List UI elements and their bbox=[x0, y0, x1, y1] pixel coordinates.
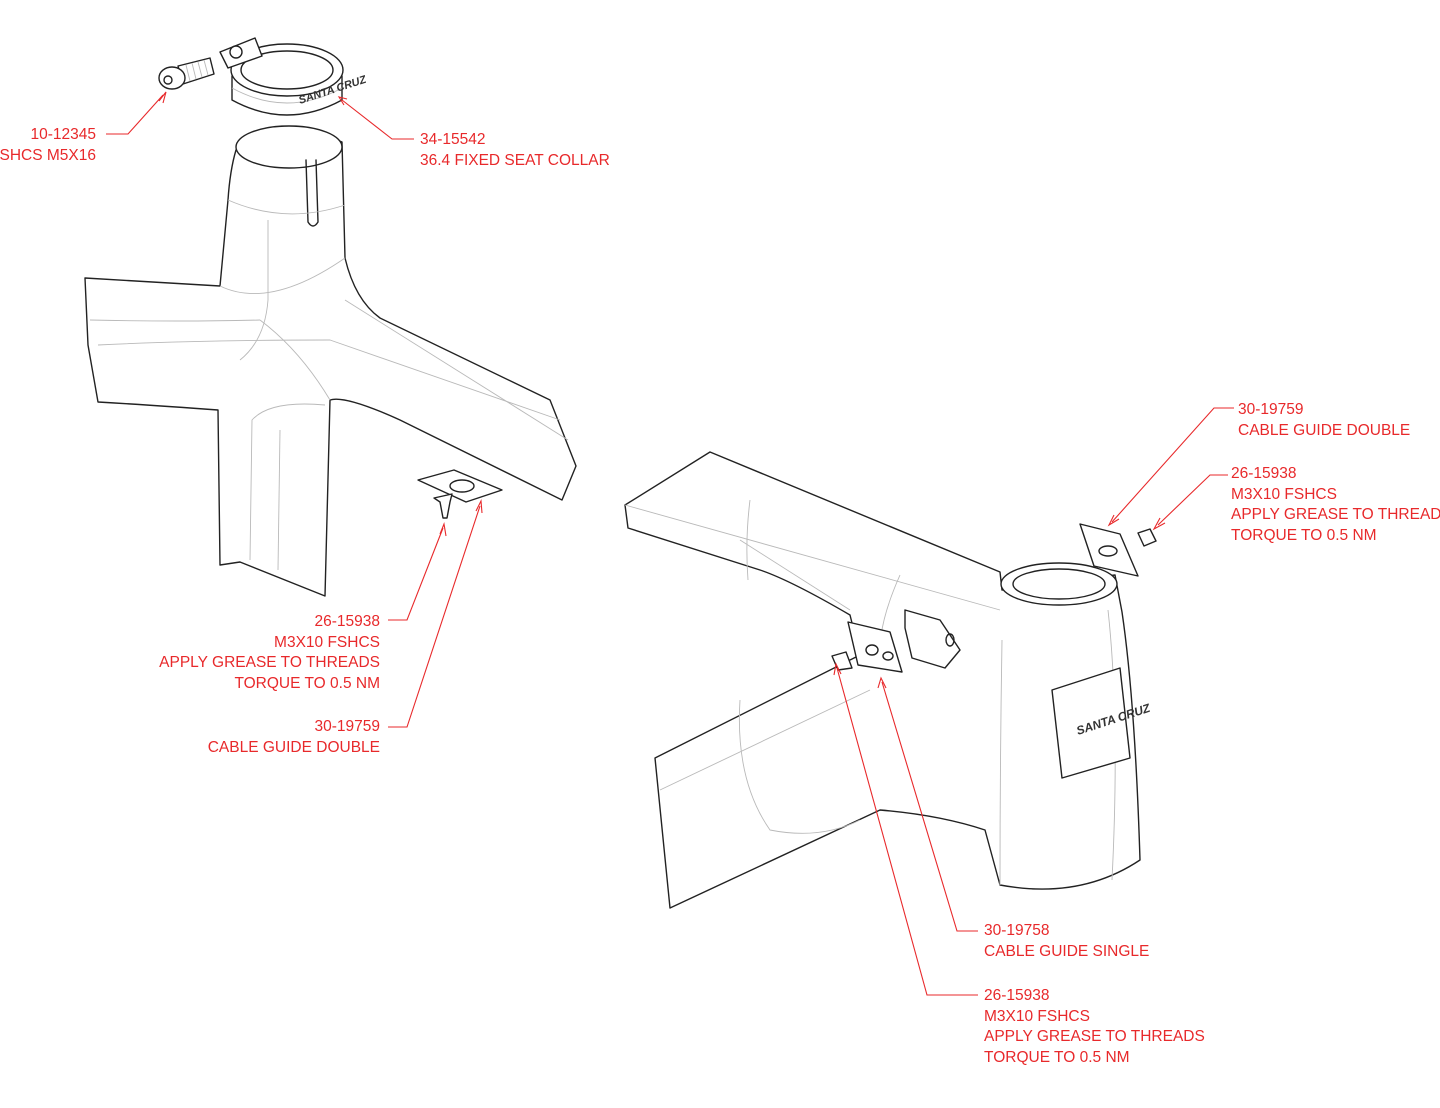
leader-ht-screw-side bbox=[833, 662, 978, 996]
callout-line: SHCS M5X16 bbox=[0, 146, 96, 164]
bb-cable-guide-part bbox=[417, 469, 503, 519]
callout-line: TORQUE TO 0.5 NM bbox=[984, 1048, 1130, 1066]
leader-seat-collar bbox=[337, 96, 414, 140]
seat-tube-frame bbox=[84, 125, 577, 597]
callout-line: 10-12345 bbox=[30, 126, 96, 143]
callout-line: APPLY GREASE TO THREADS bbox=[984, 1028, 1205, 1045]
callout-ht-cable-guide-double: 30-19759 CABLE GUIDE DOUBLE bbox=[1238, 400, 1410, 441]
callout-line: APPLY GREASE TO THREADS bbox=[1231, 506, 1440, 523]
callout-line: CABLE GUIDE SINGLE bbox=[984, 942, 1150, 960]
callout-seat-collar-bolt: 10-12345 SHCS M5X16 bbox=[0, 125, 96, 166]
callout-line: 30-19758 bbox=[984, 922, 1050, 939]
leader-seat-collar-bolt bbox=[106, 91, 167, 135]
leader-ht-cable-guide-double bbox=[1107, 407, 1234, 527]
leader-ht-screw-top bbox=[1152, 474, 1228, 531]
callout-line: APPLY GREASE TO THREADS bbox=[159, 654, 380, 671]
callout-line: 26-15938 bbox=[314, 613, 380, 630]
callout-line: M3X10 FSHCS bbox=[1231, 485, 1337, 503]
leader-bb-screw bbox=[388, 521, 447, 621]
callout-seat-collar: 34-15542 36.4 FIXED SEAT COLLAR bbox=[420, 130, 610, 171]
callout-line: M3X10 FSHCS bbox=[274, 633, 380, 651]
headtube-frame: SANTA CRUZ bbox=[624, 451, 1152, 909]
callout-line: CABLE GUIDE DOUBLE bbox=[1238, 421, 1411, 439]
callout-ht-screw-side: 26-15938 M3X10 FSHCS APPLY GREASE TO THR… bbox=[984, 986, 1205, 1068]
callout-bb-screw: 26-15938 M3X10 FSHCS APPLY GREASE TO THR… bbox=[159, 612, 380, 694]
callout-ht-cable-guide-single: 30-19758 CABLE GUIDE SINGLE bbox=[984, 921, 1149, 962]
callout-bb-cable-guide: 30-19759 CABLE GUIDE DOUBLE bbox=[208, 717, 380, 758]
callout-line: CABLE GUIDE DOUBLE bbox=[207, 738, 380, 756]
callout-line: TORQUE TO 0.5 NM bbox=[1231, 526, 1377, 544]
seat-collar: SANTA CRUZ bbox=[219, 37, 369, 116]
ht-cable-guide-double-part bbox=[1079, 523, 1157, 577]
callout-line: TORQUE TO 0.5 NM bbox=[234, 674, 380, 692]
callout-ht-screw-top: 26-15938 M3X10 FSHCS APPLY GREASE TO THR… bbox=[1231, 464, 1440, 546]
callout-line: 30-19759 bbox=[1238, 401, 1304, 418]
callout-line: 26-15938 bbox=[1231, 465, 1297, 482]
callout-line: 34-15542 bbox=[420, 131, 486, 148]
callout-line: 36.4 FIXED SEAT COLLAR bbox=[420, 151, 610, 169]
callout-line: 26-15938 bbox=[984, 987, 1050, 1004]
leader-ht-cable-guide-single bbox=[877, 676, 978, 932]
callout-line: M3X10 FSHCS bbox=[984, 1007, 1090, 1025]
callout-line: 30-19759 bbox=[314, 718, 380, 735]
seat-collar-bolt bbox=[158, 57, 215, 90]
leader-bb-cable-guide bbox=[388, 498, 483, 728]
